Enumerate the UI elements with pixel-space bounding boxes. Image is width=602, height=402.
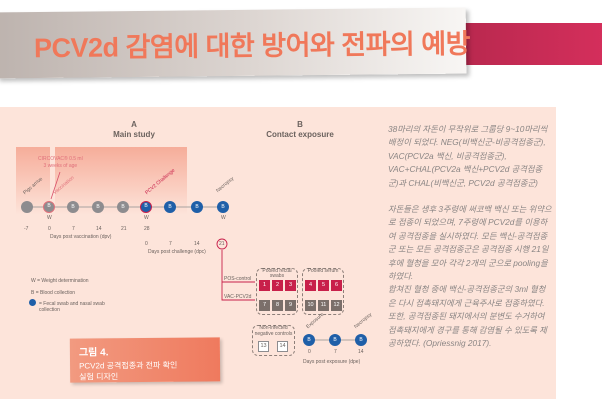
legend-swab: = Fecal swab and nasal swab collection	[39, 301, 105, 313]
dpe-tick: 0	[308, 349, 311, 355]
timeline-dot: B	[67, 201, 79, 213]
vac-pcv2d-label: VAC-PCV2d	[224, 294, 252, 300]
sample-box: 7	[259, 300, 270, 311]
challenge-branch	[221, 250, 255, 301]
legend-weight: W = Weight determination	[31, 278, 89, 284]
sample-box: 4	[305, 280, 316, 291]
dpv-tick: 21	[121, 226, 127, 232]
paragraph: 38마리의 자돈이 무작위로 그룹당 9~10마리씩 배정이 되었다. NEG(…	[388, 124, 548, 188]
legend-blood: B = Blood collection	[31, 290, 76, 296]
dpc-axis-label: Days post challenge (dpc)	[148, 249, 206, 255]
w-marker: W	[47, 215, 52, 221]
sample-box: 3	[285, 280, 296, 291]
pooled-rectal-group	[256, 268, 298, 315]
sample-box: 2	[272, 280, 283, 291]
body-text: 38마리의 자돈이 무작위로 그룹당 9~10마리씩 배정이 되었다. NEG(…	[388, 123, 552, 364]
negative-control-group	[252, 325, 295, 356]
timeline-dot	[21, 201, 33, 213]
dpc-tick: 14	[194, 241, 200, 247]
timeline-dot: B	[164, 201, 176, 213]
negative-control-label: Non-infected negative controls	[254, 325, 293, 337]
sample-box: 8	[272, 300, 283, 311]
dpe-axis-label: Days post exposure (dpe)	[303, 359, 361, 365]
timeline-dot: B	[117, 201, 129, 213]
timeline-dot: B	[92, 201, 104, 213]
dpc-tick: 0	[145, 241, 148, 247]
legend-swab-dot	[29, 299, 36, 306]
dpv-tick: 0	[48, 226, 51, 232]
sample-box: 6	[331, 280, 342, 291]
sample-box: 10	[305, 300, 316, 311]
dpv-tick: -7	[24, 226, 29, 232]
sample-box: 11	[318, 300, 329, 311]
sample-box: 13	[258, 341, 269, 352]
exposure-dot: B	[355, 334, 367, 346]
exposure-dot: B	[303, 334, 315, 346]
paragraph: 자돈들은 생후 3주령에 써코백 백신 또는 위약으로 접종이 되었으며, 7주…	[388, 204, 552, 282]
sample-box: 9	[285, 300, 296, 311]
paragraph: 합쳐진 혈청 중에 백신-공격접종군의 3ml 혈청은 다시 접촉돼지에게 근육…	[388, 284, 547, 349]
timeline-dot: B	[43, 201, 55, 213]
dpe-tick: 7	[334, 349, 337, 355]
w-marker: W	[144, 215, 149, 221]
w-marker: W	[221, 215, 226, 221]
sample-box: 12	[331, 300, 342, 311]
caption-line: 실험 디자인	[79, 372, 119, 382]
figure-caption: 그림 4. PCV2d 공격접종과 전파 확인 실험 디자인	[69, 337, 221, 383]
pooled-rectal-label: Pooled rectal swabs	[262, 268, 292, 279]
dpc21-circle	[216, 238, 228, 250]
dpe-tick: 14	[358, 349, 364, 355]
dpv-axis-label: Days post vaccination (dpv)	[50, 234, 112, 240]
dpv-tick: 14	[96, 226, 102, 232]
timeline-dot: B	[191, 201, 203, 213]
vaccination-arrow	[50, 171, 61, 200]
dpv-tick: 7	[72, 226, 75, 232]
timeline-dot: B	[217, 201, 229, 213]
dpc-tick: 7	[169, 241, 172, 247]
pos-control-label: POS-control	[224, 276, 252, 282]
header-accent-bar	[458, 23, 602, 65]
sample-box: 1	[259, 280, 270, 291]
figure-number: 그림 4.	[78, 347, 109, 359]
dpv-tick: 28	[144, 226, 150, 232]
sample-box: 5	[318, 280, 329, 291]
pooled-serum-group	[302, 268, 344, 315]
pooled-serum-label: Pooled serum	[307, 268, 339, 274]
exposure-dot: B	[329, 334, 341, 346]
timeline-dot: B	[140, 201, 152, 213]
dpc-tick: 21	[219, 241, 225, 247]
sample-box: 14	[277, 341, 288, 352]
